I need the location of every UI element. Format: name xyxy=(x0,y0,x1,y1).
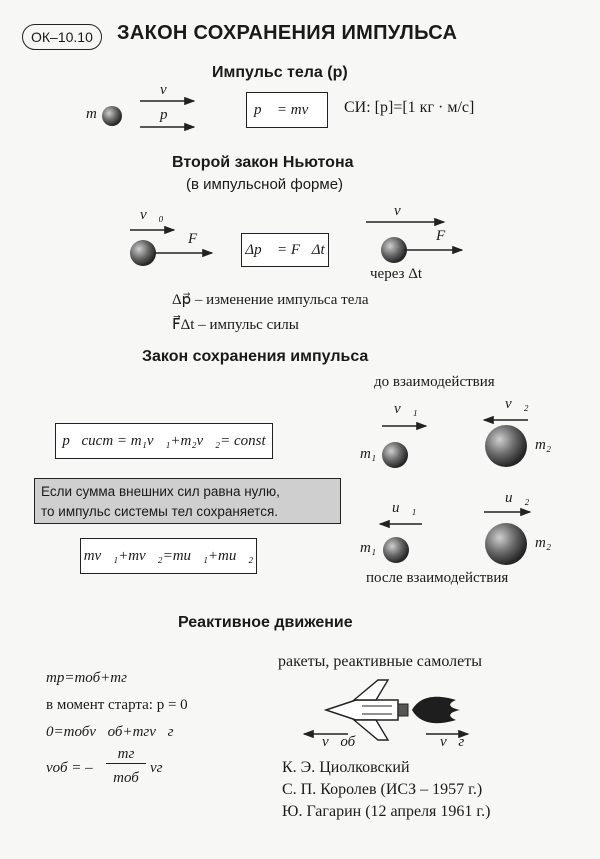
page-title: ЗАКОН СОХРАНЕНИЯ ИМПУЛЬСА xyxy=(117,22,458,44)
newton-after-diagram xyxy=(366,217,464,263)
rocket-fin-bottom xyxy=(352,719,390,741)
after-interaction-label: после взаимодействия xyxy=(366,570,509,586)
momentum-balance-formula: mv⃗₁+mv⃗₂=mu⃗₁+mu⃗₂ xyxy=(80,538,257,574)
newton-subheading: (в импульсной форме) xyxy=(186,176,344,193)
v0-label: v⃗₀ xyxy=(140,207,164,223)
jet-equation-4-lhs: vоб = – xyxy=(46,760,93,776)
momentum-formula-box: p⃗ = mv⃗ xyxy=(246,92,328,128)
person-gagarin: Ю. Гагарин (12 апреля 1961 г.) xyxy=(282,803,491,820)
m1-label-after: m₁ xyxy=(360,540,377,556)
force-label-right: F⃗ xyxy=(436,228,457,244)
system-momentum-formula: p⃗сист = m₁v⃗₁+m₂v⃗₂= const xyxy=(55,423,273,459)
jet-equation-4-numerator: mг xyxy=(106,746,146,764)
note-line-2: то импульс системы тел сохраняется. xyxy=(41,504,279,519)
newton-before-diagram xyxy=(130,225,214,266)
velocity-label: v⃗ xyxy=(160,82,179,98)
newton-heading: Второй закон Ньютона xyxy=(172,154,354,171)
collision-diagram xyxy=(378,415,532,565)
jet-equation-4-denominator: mоб xyxy=(113,770,139,786)
gas-velocity-label: v⃗г xyxy=(440,734,465,750)
before-interaction-label: до взаимодействия xyxy=(374,374,495,390)
jet-equation-3: 0=mобv⃗об+mгv⃗г xyxy=(46,724,174,740)
si-units: СИ: [p]=[1 кг · м/с] xyxy=(344,99,475,116)
v2-label: v⃗₂ xyxy=(505,396,529,412)
u1-label: u⃗₁ xyxy=(392,500,417,516)
m1-label-before: m₁ xyxy=(360,446,377,462)
momentum-label: p⃗ xyxy=(160,107,180,123)
jet-equation-2: в момент старта: p = 0 xyxy=(46,697,188,713)
jet-examples: ракеты, реактивные самолеты xyxy=(278,653,482,670)
jet-equation-1: mр=mоб+mг xyxy=(46,670,127,686)
exhaust-flame xyxy=(412,696,460,724)
person-korolev: С. П. Королев (ИСЗ – 1957 г.) xyxy=(282,781,483,798)
u2-label: u⃗₂ xyxy=(505,490,530,506)
mass-label: m xyxy=(86,106,97,122)
rocket-fin-top xyxy=(352,679,390,701)
definition-fdt: F⃗Δt – импульс силы xyxy=(172,317,299,333)
jet-equation-4-rhs: vг xyxy=(150,760,163,776)
conservation-heading: Закон сохранения импульса xyxy=(142,348,369,365)
conservation-note: Если сумма внешних сил равна нулю, то им… xyxy=(34,478,341,524)
v-label-after: v⃗ xyxy=(394,203,413,219)
topic-badge: ОК–10.10 xyxy=(22,24,102,50)
rocket-diagram xyxy=(302,679,470,741)
v1-label: v⃗₁ xyxy=(394,401,418,417)
rocket-body xyxy=(323,699,399,721)
rocket-velocity-label: v⃗об xyxy=(322,734,356,750)
momentum-diagram xyxy=(102,96,196,132)
m2-label-before: m₂ xyxy=(535,437,552,453)
definition-dp: Δp⃗ – изменение импульса тела xyxy=(172,292,369,308)
body-ball xyxy=(102,106,122,126)
m2-label-after: m₂ xyxy=(535,535,552,551)
momentum-heading: Импульс тела (p) xyxy=(212,64,348,81)
newton-formula-box: Δp⃗ = F⃗Δt xyxy=(241,233,329,267)
jet-heading: Реактивное движение xyxy=(178,614,353,631)
after-dt-label: через Δt xyxy=(370,266,423,282)
force-label-left: F⃗ xyxy=(188,231,209,247)
note-line-1: Если сумма внешних сил равна нулю, xyxy=(41,484,280,499)
person-tsiolkovsky: К. Э. Циолковский xyxy=(282,759,410,776)
